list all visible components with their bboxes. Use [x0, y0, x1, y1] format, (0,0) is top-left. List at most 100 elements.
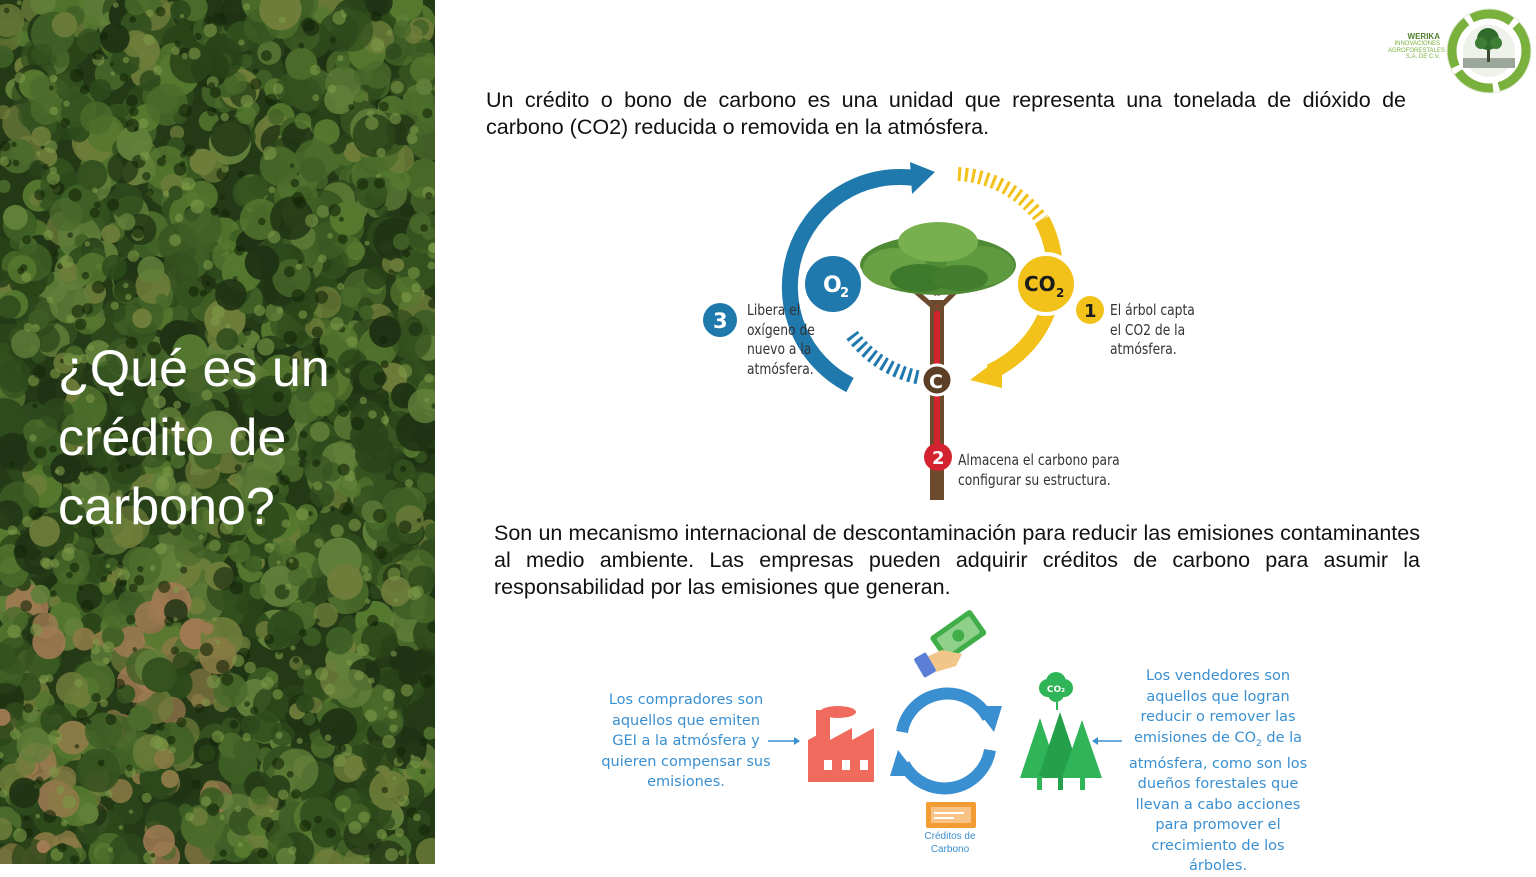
canopy-detail — [209, 539, 221, 552]
tree-crown — [302, 627, 322, 647]
canopy-detail — [359, 396, 367, 405]
carbon-badge-label: C — [929, 371, 943, 393]
canopy-detail — [118, 569, 130, 581]
canopy-detail — [23, 322, 33, 332]
canopy-detail — [155, 542, 167, 555]
canopy-detail — [153, 65, 163, 76]
canopy-detail — [272, 757, 285, 770]
factory-icon — [808, 706, 874, 782]
tree-crown — [31, 43, 53, 65]
tree-crown — [0, 269, 11, 288]
canopy-detail — [382, 688, 396, 702]
tree-crown — [99, 23, 130, 54]
tree-crown — [275, 71, 311, 107]
canopy-detail — [265, 93, 278, 106]
canopy-detail — [325, 827, 336, 839]
canopy-detail — [141, 792, 152, 803]
canopy-detail — [163, 416, 176, 429]
canopy-detail — [299, 819, 312, 832]
tree-crown — [279, 539, 294, 554]
canopy-detail — [162, 190, 170, 197]
canopy-detail — [60, 255, 74, 269]
canopy-detail — [97, 759, 105, 767]
canopy-detail — [48, 730, 63, 744]
canopy-detail — [56, 786, 65, 795]
canopy-detail — [348, 821, 362, 835]
canopy-detail — [342, 807, 347, 813]
canopy-detail — [89, 207, 100, 218]
canopy-detail — [183, 144, 196, 157]
canopy-detail — [87, 344, 95, 352]
canopy-detail — [143, 34, 155, 46]
o2-badge — [801, 252, 865, 316]
tree-crown — [89, 79, 112, 101]
canopy-detail — [398, 795, 410, 807]
canopy-detail — [176, 717, 187, 728]
canopy-detail — [164, 616, 174, 627]
canopy-detail — [381, 416, 390, 425]
canopy-detail — [129, 583, 138, 593]
canopy-detail — [207, 107, 217, 117]
canopy-detail — [221, 209, 231, 218]
tree-crown — [154, 363, 171, 380]
canopy-detail — [57, 842, 67, 853]
canopy-detail — [194, 703, 205, 714]
tree-crown — [61, 412, 95, 447]
canopy-detail — [338, 744, 347, 753]
canopy-detail — [327, 84, 337, 93]
tree-crown — [0, 636, 34, 675]
definition-paragraph: Un crédito o bono de carbono es una unid… — [486, 88, 1406, 139]
canopy-detail — [305, 214, 319, 228]
canopy-detail — [379, 101, 389, 112]
canopy-detail — [50, 368, 61, 379]
tree-crown — [228, 540, 251, 563]
tree-crown — [0, 179, 11, 193]
tree-crown — [0, 105, 11, 120]
canopy-detail — [394, 827, 405, 837]
canopy-detail — [174, 40, 181, 47]
tree-crown — [232, 439, 255, 463]
canopy-detail — [156, 723, 165, 731]
canopy-detail — [125, 118, 140, 133]
canopy-detail — [420, 224, 429, 232]
canopy-detail — [268, 484, 280, 496]
canopy-detail — [242, 732, 252, 742]
canopy-detail — [296, 737, 303, 745]
canopy-detail — [337, 405, 350, 417]
canopy-detail — [238, 39, 245, 46]
canopy-detail — [166, 456, 172, 462]
canopy-detail — [318, 254, 327, 263]
werika-logo: WERIKA INNOVACIONES AGROFORESTALES S.A. … — [1388, 6, 1534, 96]
tree-crown — [295, 384, 314, 402]
tree-crown — [423, 53, 435, 66]
canopy-detail — [149, 565, 156, 571]
canopy-detail — [363, 572, 372, 582]
canopy-detail — [81, 271, 90, 280]
canopy-detail — [140, 151, 150, 161]
canopy-detail — [366, 110, 374, 118]
tree-crown — [29, 160, 47, 178]
canopy-detail — [409, 756, 422, 768]
co2-arrow-head — [970, 356, 1002, 388]
tree-crown — [250, 786, 269, 805]
canopy-detail — [288, 846, 297, 855]
step3-text: Libera el oxígeno de nuevo a la atmósfer… — [747, 301, 815, 378]
canopy-detail — [174, 213, 184, 223]
tree-crown — [71, 689, 91, 708]
canopy-detail — [298, 462, 304, 468]
canopy-detail — [409, 125, 419, 134]
canopy-detail — [398, 364, 413, 379]
canopy-detail — [330, 524, 344, 538]
canopy-detail — [338, 216, 344, 222]
canopy-detail — [35, 776, 44, 784]
canopy-detail — [337, 282, 345, 290]
canopy-detail — [128, 809, 133, 814]
tree-crown — [169, 453, 186, 469]
canopy-detail — [361, 565, 369, 573]
canopy-detail — [79, 353, 89, 364]
canopy-detail — [105, 714, 117, 726]
canopy-detail — [346, 659, 353, 666]
tree-crown — [256, 338, 275, 356]
tree-crown — [407, 388, 435, 423]
canopy-detail — [340, 9, 345, 14]
